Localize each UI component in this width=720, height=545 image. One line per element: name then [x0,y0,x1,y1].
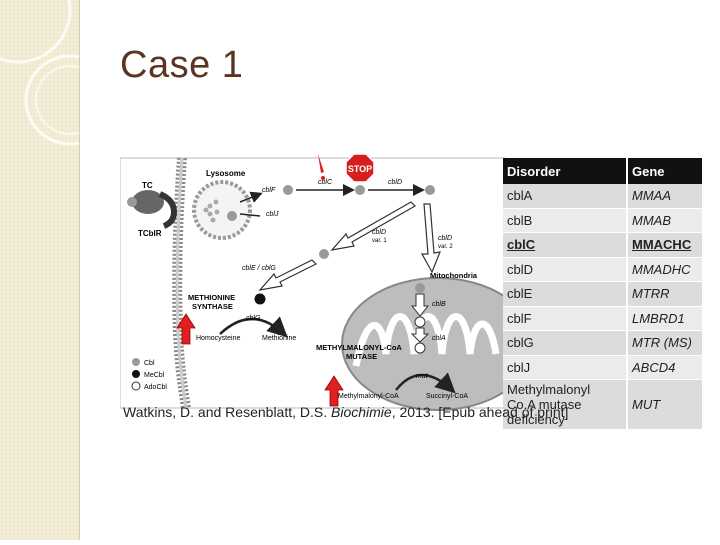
ms-label-2: SYNTHASE [192,302,233,311]
hollow-arrow-cblb [410,293,430,317]
mcm-label-2: MUTASE [346,352,377,361]
gene-cell: ABCD4 [627,355,704,380]
line-cblj [239,213,261,217]
gene-cell: MUT [627,379,704,430]
sidebar-rings-decoration [0,0,116,146]
gene-cell: LMBRD1 [627,306,704,331]
disorder-cell: cblG [503,330,628,356]
disorder-cell: cblC [503,232,628,258]
cblj-label: cblJ [266,211,279,218]
cbld-var2-sub: var. 2 [438,244,453,250]
caption-rest: , 2013. [Epub ahead of print] [391,404,569,420]
gene-cell: MTR (MS) [627,330,704,356]
adocbl-dot [414,316,426,328]
caption-journal: Biochimie [331,404,392,420]
cbla-label: cblA [432,335,446,342]
warning-mark [318,154,324,173]
header-gene: Gene [627,158,704,184]
cbl-dot [319,249,329,259]
legend-adocbl-label: AdoCbl [144,384,167,391]
disorder-cell: Methylmalonyl Co.A mutase deficiency [503,379,628,430]
cblg-label: cblG [246,315,261,322]
table-header-row: Disorder Gene [503,158,704,184]
gene-cell: MMAA [627,184,704,209]
cobalamin-pathway-diagram: TC TCblR Lysosome cblF cblJ cblC cblD ST… [120,154,535,411]
cblf-label: cblF [262,187,276,194]
ms-label-1: METHIONINE [188,293,235,302]
cbl-dot [355,185,365,195]
warning-dot [321,176,325,180]
lysosome-cbl-dots [203,199,220,223]
cblb-label: cblB [432,301,446,308]
disorder-cell: cblD [503,257,628,282]
caption-authors: Watkins, D. and Resenblatt, D.S. [123,404,332,420]
cbld-var1-sub: var. 1 [372,238,387,244]
cbl-dot [227,211,237,221]
mcm-reaction-arrow [395,372,456,394]
cblc-label: cblC [318,179,333,186]
mut-label: mut [416,373,429,380]
homocysteine-label: Homocysteine [196,335,240,342]
mmcoa-label: Methylmalonyl-CoA [338,393,399,400]
arrow-cblf [239,191,263,203]
cbl-dot [283,185,293,195]
legend: Cbl MeCbl AdoCbl [131,358,167,391]
cbld-top-label: cblD [388,179,402,186]
mitochondria-label: Mitochondria [430,271,478,280]
tcblr-label: TCblR [138,229,162,238]
disorder-cell: cblB [503,208,628,233]
mcm-label-1: METHYLMALONYL-CoA [316,343,402,352]
tc-receptor [127,190,178,229]
gene-cell: MMACHC [627,232,704,258]
succoa-label: Succinyl-CoA [426,393,468,400]
cbl-dot [415,283,425,293]
elevated-mma-arrow-icon [324,375,344,407]
hollow-arrow-cbleg [258,259,318,291]
hollow-arrow-cbld-var2 [420,203,441,274]
hollow-arrow-cbla [410,327,430,343]
disorder-cell: cblE [503,281,628,307]
tc-label: TC [142,181,153,190]
stop-sign-icon: STOP [345,154,375,183]
cell-membrane-core [175,157,188,409]
cbl-dot [425,185,435,195]
disorder-cell: cblA [503,184,628,209]
methionine-label: Methionine [262,335,296,342]
slide-title: Case 1 [120,44,244,86]
hollow-arrow-cbld-var1 [330,201,416,251]
decorative-sidebar [0,0,116,540]
gene-cell: MTRR [627,281,704,307]
legend-mecbl-label: MeCbl [144,372,165,379]
elevated-homocysteine-arrow-icon [176,313,196,345]
mitochondrion-cristae [352,313,500,367]
stop-sign-text: STOP [348,164,372,174]
lysosome-label: Lysosome [206,169,246,178]
legend-cbl-label: Cbl [144,360,155,367]
mecbl-dot [254,293,266,305]
cbld-var2-label: cblD [438,235,452,242]
disorder-cell: cblF [503,306,628,331]
adocbl-dot [414,342,426,354]
cbld-var1-label: cblD [372,229,386,236]
citation-caption: Watkins, D. and Resenblatt, D.S. Biochim… [123,404,568,420]
header-disorder: Disorder [503,158,628,184]
disorder-cell: cblJ [503,355,628,380]
gene-cell: MMADHC [627,257,704,282]
ms-reaction-arrow [219,316,288,338]
lysosome [192,180,252,240]
cbleg-label: cblE / cblG [242,265,276,272]
gene-cell: MMAB [627,208,704,233]
